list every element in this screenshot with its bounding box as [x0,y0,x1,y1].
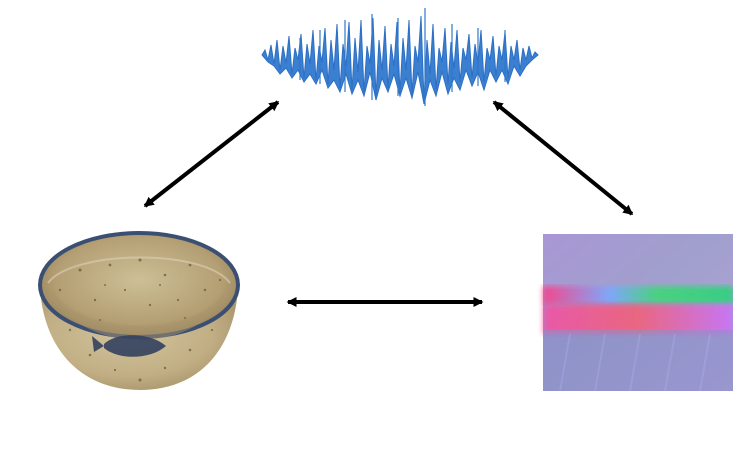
audio-waveform [261,8,539,106]
arrow-audio-tactile [492,100,634,216]
tactile-texture-image [543,234,733,392]
arrow-audio-object [143,100,280,208]
arrows [143,100,634,307]
ceramic-bowl-image [38,231,240,390]
fish-motif [92,335,166,357]
